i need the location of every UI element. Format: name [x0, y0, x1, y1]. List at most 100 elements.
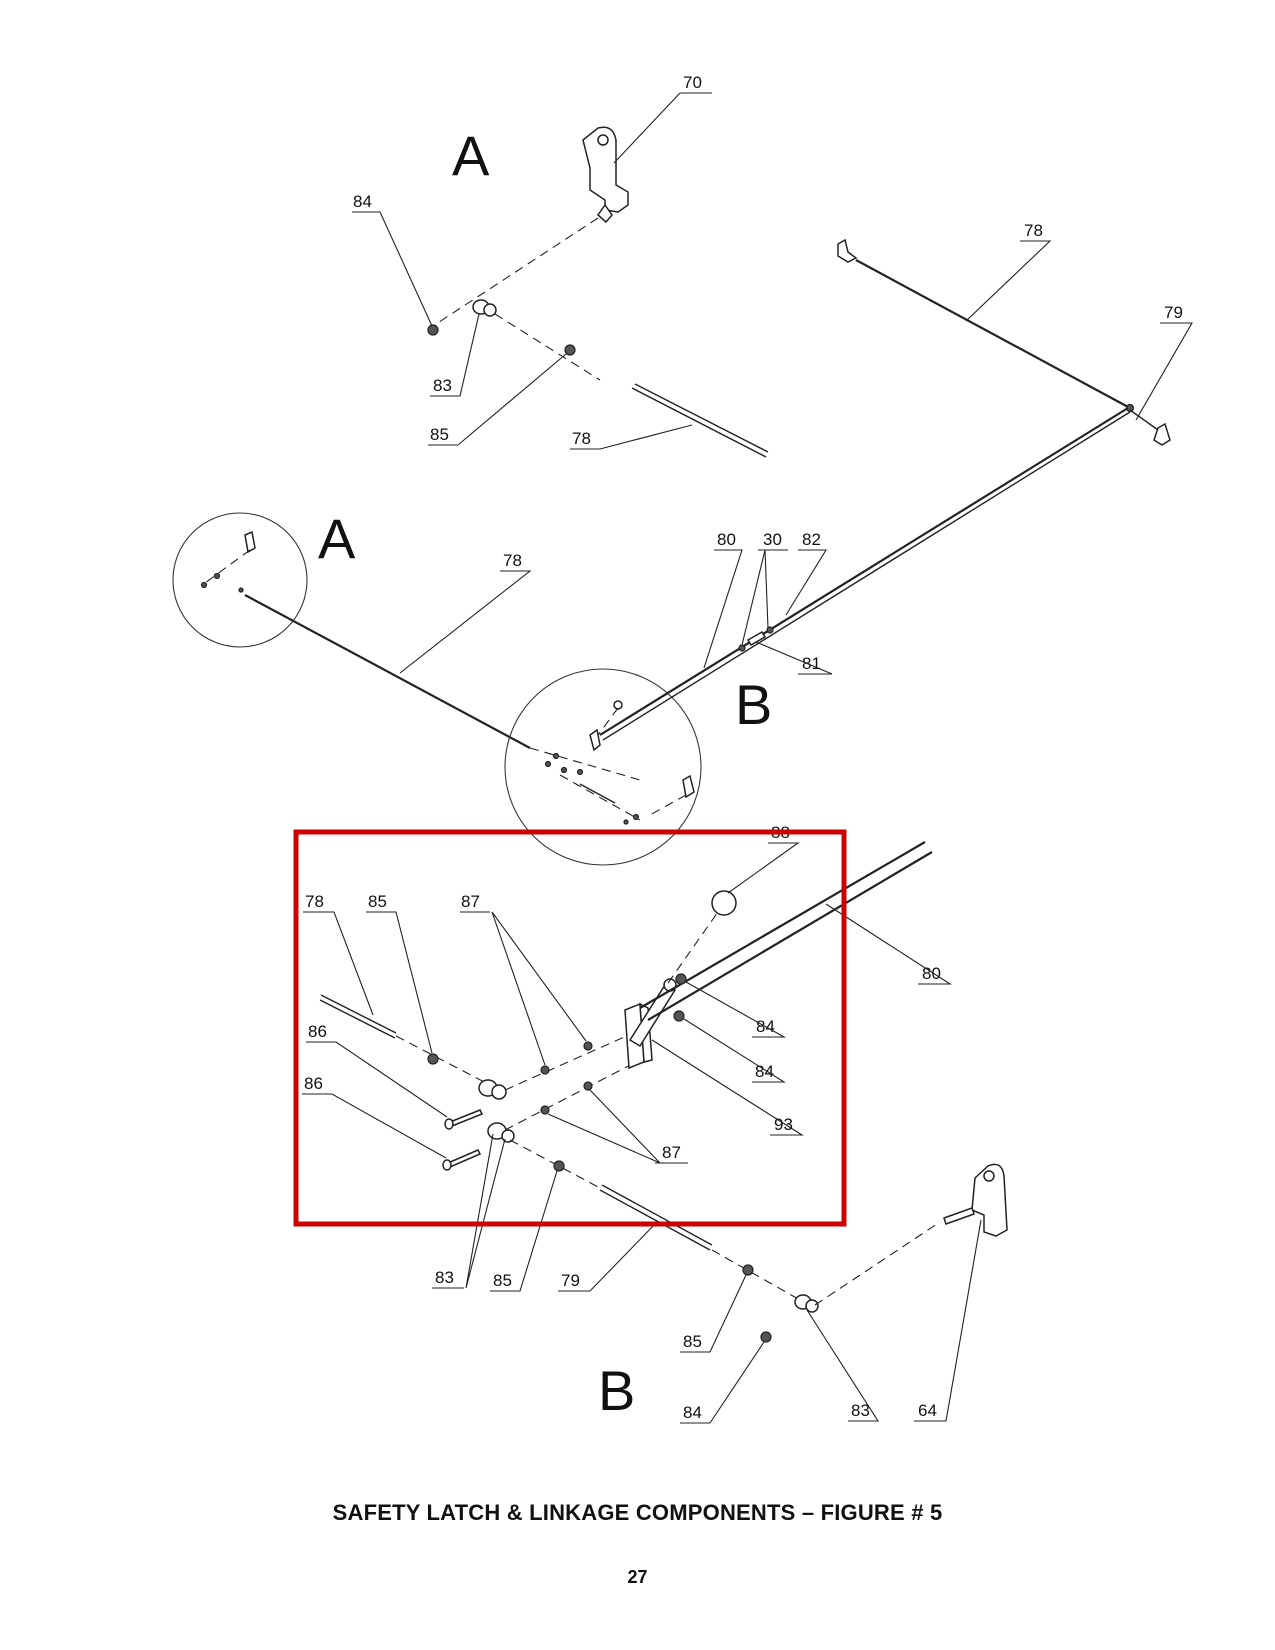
- callout-84-top: 84: [352, 192, 433, 327]
- washer-87-c: [540, 1105, 550, 1115]
- nut-85-detail: [427, 1053, 439, 1065]
- washer-87-d: [583, 1081, 593, 1091]
- bolt-86-lower: [446, 1149, 482, 1168]
- knob-88: [711, 890, 737, 916]
- svg-text:83: 83: [435, 1268, 454, 1287]
- callout-78-middle: 78: [399, 551, 532, 674]
- callout-84-detail-upper: 84: [685, 981, 787, 1038]
- washer-87-a: [540, 1065, 550, 1075]
- rod-80-detail: [639, 841, 926, 1009]
- assembly-dash-line: [429, 217, 599, 329]
- svg-text:79: 79: [561, 1271, 580, 1290]
- callout-84-bottom: 84: [680, 1341, 765, 1424]
- callout-85-bottom-right: 85: [680, 1274, 747, 1353]
- section-letter-a-middle: A: [318, 507, 356, 570]
- callout-80-overview: 80: [703, 530, 743, 669]
- assembly-dash-line-2: [494, 313, 601, 381]
- callout-85-detail: 85: [366, 892, 433, 1054]
- callout-86-lower: 86: [302, 1074, 447, 1159]
- svg-text:84: 84: [755, 1062, 774, 1081]
- callout-79-bottom: 79: [558, 1222, 657, 1292]
- svg-text:85: 85: [368, 892, 387, 911]
- callout-30: 30: [741, 530, 788, 646]
- callout-83-top: 83: [430, 313, 480, 397]
- rod-78-upper: [855, 259, 1131, 409]
- callout-85-bottom-left: 85: [490, 1170, 558, 1292]
- svg-text:87: 87: [662, 1143, 681, 1162]
- callout-84-detail-lower: 84: [683, 1018, 786, 1083]
- nut-85-far: [742, 1264, 754, 1276]
- nut-85: [564, 344, 576, 356]
- washer-87-b: [583, 1041, 593, 1051]
- callout-85-top: 85: [428, 353, 567, 446]
- svg-text:70: 70: [683, 73, 702, 92]
- highlight-box: [293, 829, 847, 1227]
- rod-end-ring: [483, 303, 497, 317]
- callout-82: 82: [785, 530, 827, 616]
- detail-b-circle: [504, 668, 702, 866]
- rod-78-segment: [631, 387, 767, 458]
- latch-bracket-64: [971, 1163, 1008, 1237]
- detail-a-circle: [172, 512, 308, 648]
- svg-text:93: 93: [774, 1115, 793, 1134]
- latch-bracket-70: [582, 126, 629, 213]
- svg-text:78: 78: [572, 429, 591, 448]
- upper-rod-assembly: [837, 238, 1171, 446]
- svg-text:84: 84: [683, 1403, 702, 1422]
- svg-text:83: 83: [851, 1401, 870, 1420]
- page-number: 27: [627, 1567, 648, 1587]
- callout-87-upper: 87: [460, 892, 587, 1066]
- bolt-86-upper: [448, 1109, 484, 1127]
- nut-85-lower: [553, 1160, 565, 1172]
- callout-64: 64: [914, 1219, 982, 1422]
- lower-detail-assembly: [319, 841, 933, 1171]
- small-bracket-left: [837, 238, 858, 263]
- svg-text:84: 84: [353, 192, 372, 211]
- svg-text:86: 86: [304, 1074, 323, 1093]
- svg-text:64: 64: [918, 1401, 937, 1420]
- rod-78-middle: [244, 594, 531, 749]
- bracket-hole: [597, 134, 609, 146]
- pin-81: [746, 630, 767, 647]
- svg-text:87: 87: [461, 892, 480, 911]
- overview-assembly: [172, 407, 1131, 866]
- bracket-pin-64: [943, 1207, 975, 1225]
- svg-text:79: 79: [1164, 303, 1183, 322]
- nut-84-bottom: [760, 1331, 772, 1343]
- rod-80-overview: [599, 407, 1129, 736]
- rod-79: [599, 1189, 711, 1251]
- callout-78-top: 78: [570, 424, 693, 450]
- svg-text:81: 81: [802, 654, 821, 673]
- svg-text:78: 78: [1024, 221, 1043, 240]
- detail-b-assembly: [509, 1139, 1008, 1343]
- callout-70: 70: [613, 73, 712, 164]
- section-letter-a-top: A: [452, 124, 490, 187]
- lever-arm: [628, 984, 677, 1048]
- callout-79-upper-right: 79: [1135, 303, 1193, 421]
- section-letter-b-middle: B: [735, 673, 772, 736]
- svg-text:80: 80: [717, 530, 736, 549]
- svg-text:78: 78: [305, 892, 324, 911]
- callout-87-lower: 87: [547, 1089, 688, 1164]
- figure-caption: SAFETY LATCH & LINKAGE COMPONENTS – FIGU…: [332, 1500, 943, 1525]
- nut-84: [427, 324, 439, 336]
- callout-81: 81: [755, 641, 833, 675]
- bracket-pin: [596, 203, 613, 224]
- callout-83-bottom: 83: [806, 1309, 880, 1422]
- callout-83-detail: 83: [432, 1133, 506, 1289]
- svg-text:85: 85: [493, 1271, 512, 1290]
- callout-93: 93: [651, 1039, 804, 1136]
- callout-86-upper: 86: [306, 1022, 448, 1118]
- svg-text:85: 85: [430, 425, 449, 444]
- callout-78-upper-right: 78: [965, 221, 1052, 322]
- detail-a-assembly: [427, 126, 769, 458]
- svg-text:86: 86: [308, 1022, 327, 1041]
- svg-text:83: 83: [433, 376, 452, 395]
- svg-text:85: 85: [683, 1332, 702, 1351]
- callout-78-detail: 78: [303, 892, 374, 1016]
- svg-text:80: 80: [922, 964, 941, 983]
- section-letter-b-bottom: B: [598, 1359, 635, 1422]
- svg-text:82: 82: [802, 530, 821, 549]
